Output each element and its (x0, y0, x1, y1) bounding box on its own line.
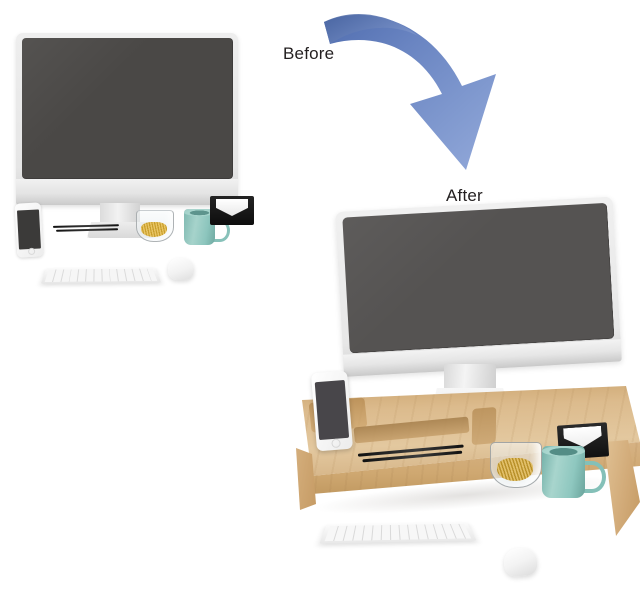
before-snack-bowl (136, 210, 174, 242)
after-phone (310, 370, 354, 452)
after-snack-bowl (490, 442, 542, 488)
mug-rim (184, 209, 215, 216)
note-paper (216, 199, 248, 216)
before-mouse (168, 258, 194, 280)
before-after-arrow (310, 2, 520, 187)
before-label: Before (283, 44, 335, 63)
after-label: After (446, 186, 483, 205)
before-scene (0, 0, 270, 300)
before-monitor-neck (100, 203, 140, 225)
before-monitor (16, 33, 238, 205)
phone-screen (16, 209, 41, 250)
after-keyboard (319, 521, 477, 544)
before-mug (184, 209, 230, 245)
phone-home-button (330, 437, 341, 448)
phone-screen (314, 379, 350, 441)
before-pens (52, 222, 121, 233)
mug-rim (542, 446, 585, 456)
snack-contents (141, 222, 167, 237)
arrow-band (324, 14, 496, 171)
after-mug (542, 446, 606, 498)
monitor-screen (342, 202, 615, 354)
arrow-band-shadow (324, 13, 418, 45)
after-mouse (503, 546, 538, 578)
monitor-screen (22, 38, 233, 179)
mug-handle (578, 461, 606, 493)
before-note-box (210, 196, 254, 225)
before-keyboard (40, 267, 162, 284)
snack-contents (497, 458, 533, 481)
after-monitor (335, 196, 622, 377)
before-phone (14, 202, 44, 258)
after-scene (296, 196, 640, 604)
monitor-chin (16, 179, 238, 205)
keyboard-keys (324, 523, 472, 542)
stand-left-leg (296, 448, 316, 510)
keyboard-keys (44, 268, 158, 282)
stand-cable-slot (471, 406, 497, 446)
phone-home-button (27, 247, 35, 256)
